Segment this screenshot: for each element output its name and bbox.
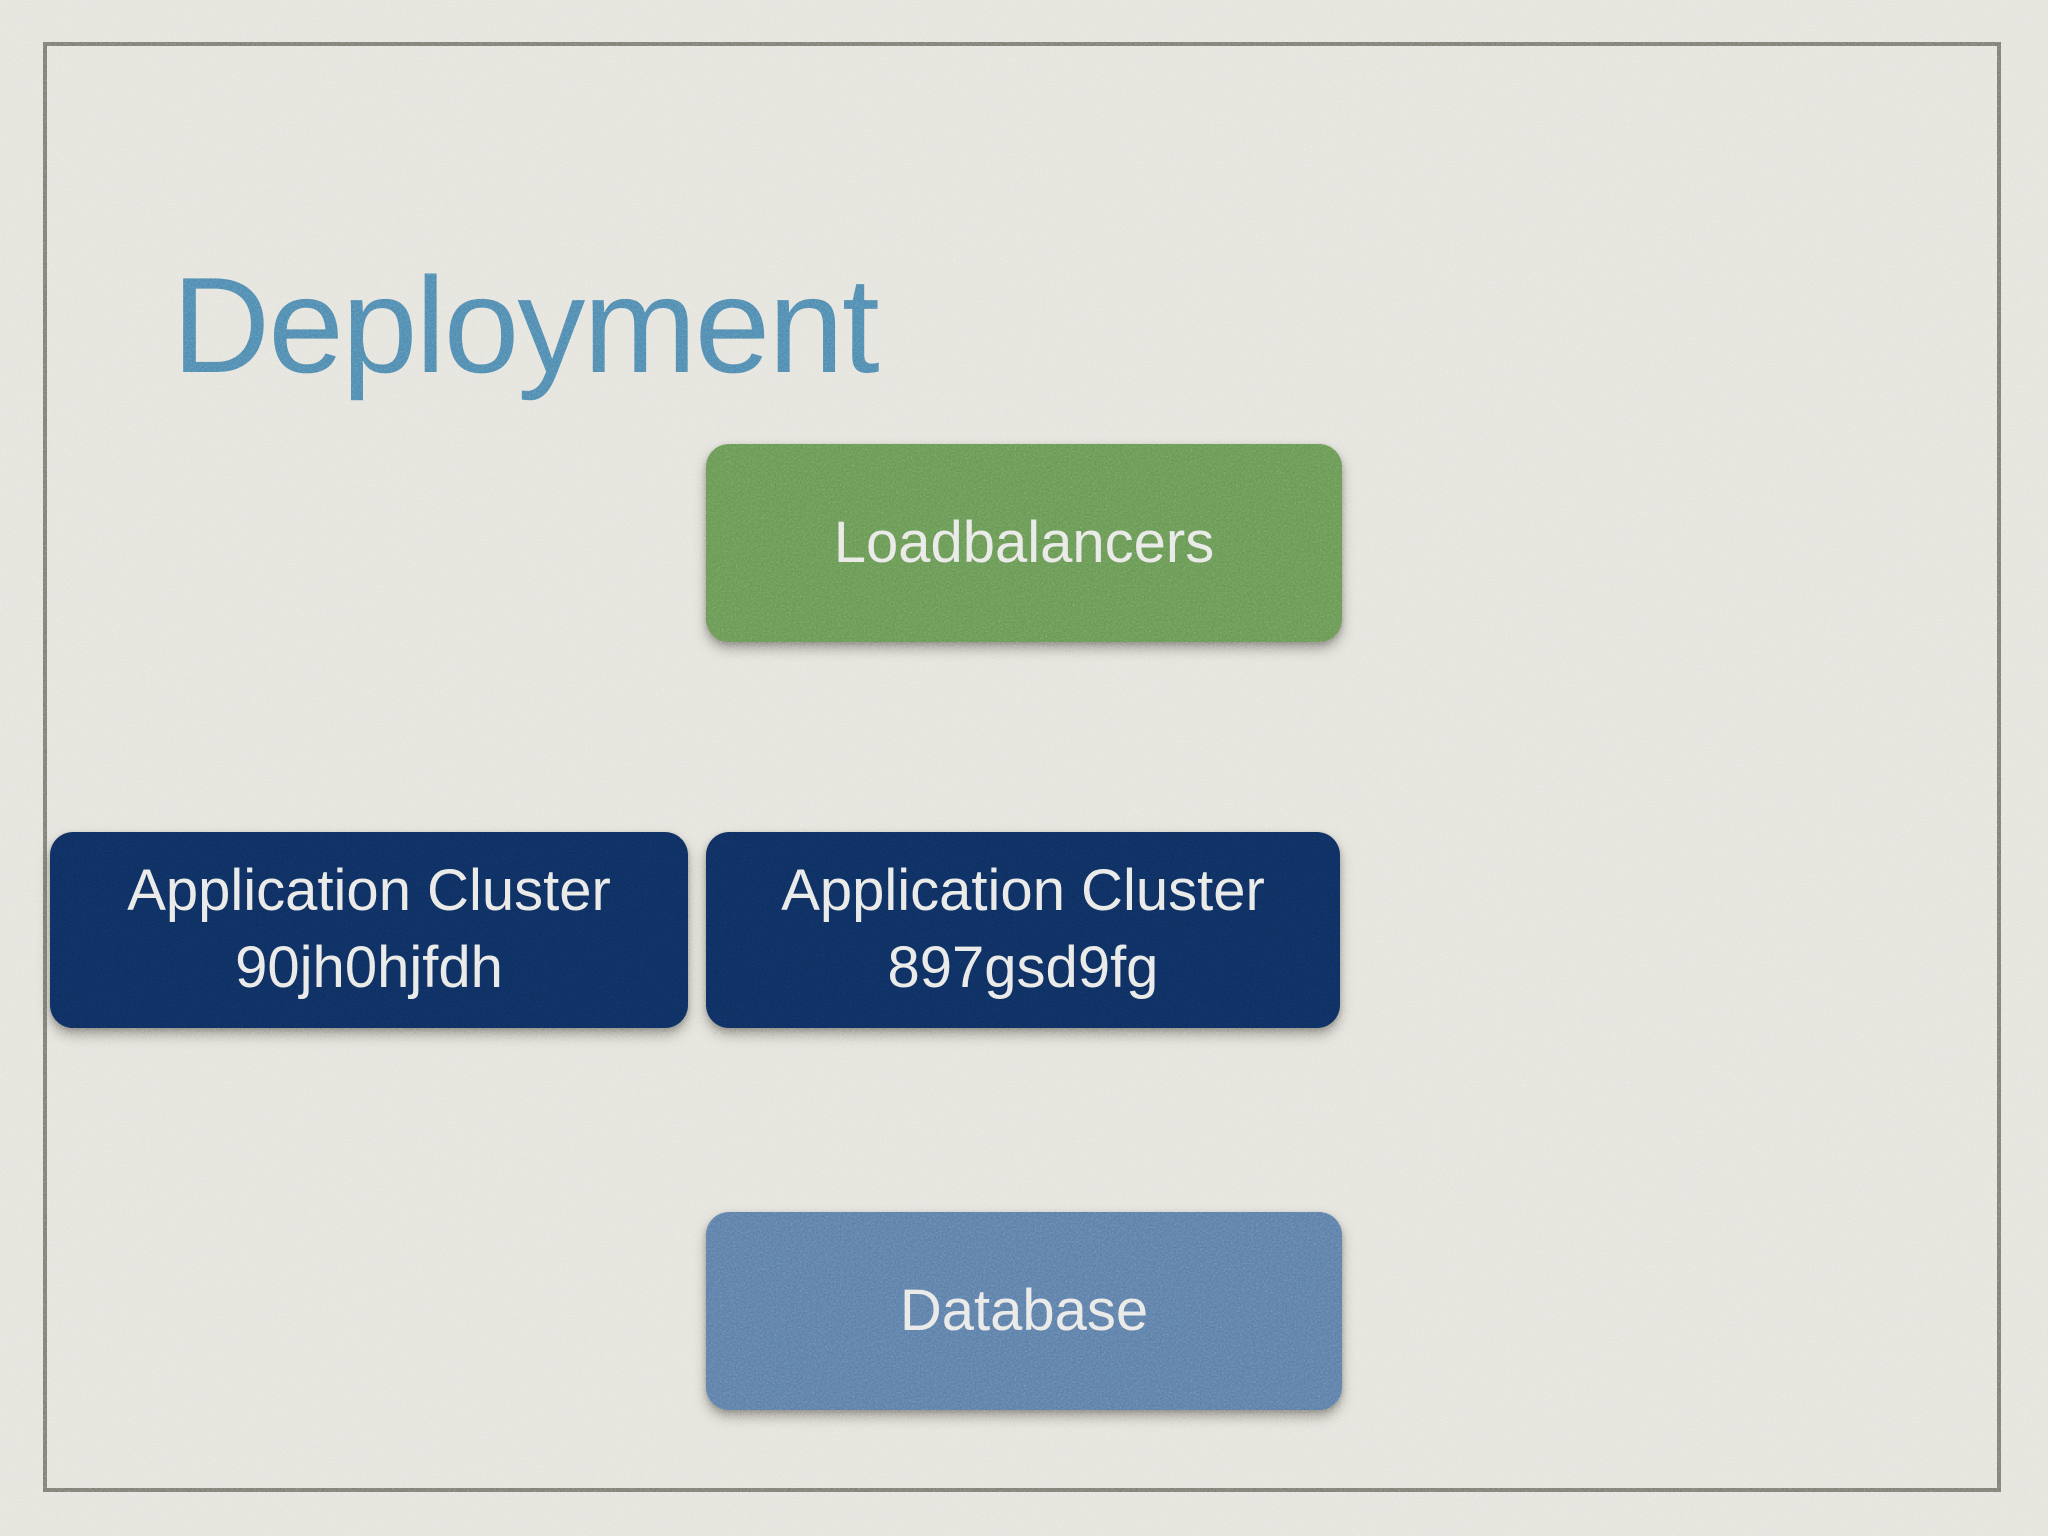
application-cluster-2-label-line-1: Application Cluster: [781, 858, 1265, 924]
diagram-node-application-cluster-1: Application Cluster 90jh0hjfdh: [50, 832, 688, 1028]
diagram-node-loadbalancers: Loadbalancers: [706, 444, 1342, 642]
diagram-node-database: Database: [706, 1212, 1342, 1410]
application-cluster-1-label-line-1: Application Cluster: [127, 858, 611, 924]
diagram-node-application-cluster-2: Application Cluster 897gsd9fg: [706, 832, 1340, 1028]
database-label: Database: [899, 1277, 1149, 1343]
slide-title: Deployment: [172, 249, 880, 402]
loadbalancers-label: Loadbalancers: [833, 509, 1215, 575]
application-cluster-2-label-line-2: 897gsd9fg: [887, 935, 1159, 1000]
application-cluster-1-label-line-2: 90jh0hjfdh: [235, 935, 503, 1000]
